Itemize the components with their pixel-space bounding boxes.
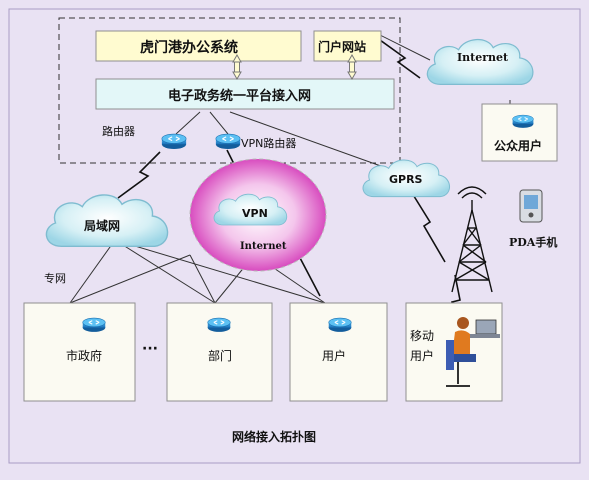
connection-lines [69, 34, 511, 304]
platform-boundary [58, 17, 401, 164]
vpn-router-label: VPN路由器 [241, 137, 297, 150]
department-label: 部门 [208, 349, 233, 363]
gprs-label: GPRS [389, 173, 423, 186]
portal-website-label: 门户网站 [318, 40, 367, 54]
dedicated-line-label: 专网 [44, 272, 66, 285]
pda-label: PDA手机 [509, 236, 558, 249]
router-icon [161, 133, 187, 150]
internet-top-label: Internet [457, 51, 509, 64]
diagram-caption: 网络接入拓扑图 [232, 430, 317, 444]
office-system-label: 虎门港办公系统 [140, 40, 238, 56]
mobile-user-label: 移动 用户 [410, 329, 435, 363]
city-gov-router-icon [82, 317, 106, 333]
office-system-box [95, 30, 302, 62]
platform-access-box [95, 78, 395, 110]
city-gov-box [23, 302, 136, 402]
vpn-label: VPN [242, 207, 268, 220]
user-label: 用户 [322, 349, 347, 363]
vpn-internet-label: Internet [240, 241, 287, 252]
public-user-box [481, 103, 558, 162]
pda-phone-icon [519, 189, 543, 223]
sync-arrows [232, 53, 357, 81]
portal-website-box [313, 30, 382, 62]
mobile-user-person-icon [446, 317, 500, 387]
platform-access-label: 电子政务统一平台接入网 [168, 89, 312, 104]
vpn-router-icon [215, 133, 241, 150]
department-router-icon [207, 317, 231, 333]
ellipsis-label: ··· [142, 341, 158, 357]
city-gov-label: 市政府 [66, 349, 103, 363]
router-label: 路由器 [102, 125, 135, 138]
antenna-tower-icon [451, 186, 493, 293]
public-user-router-icon [512, 114, 534, 129]
public-user-label: 公众用户 [494, 139, 543, 153]
outer-frame [8, 8, 581, 464]
lan-label: 局域网 [84, 219, 121, 233]
user-router-icon [328, 317, 352, 333]
